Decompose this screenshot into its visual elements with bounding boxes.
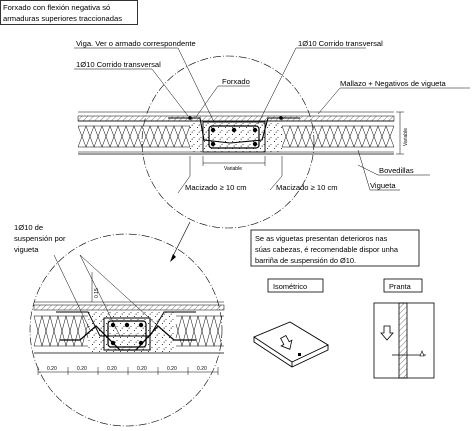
label-vigueta: Vigueta	[370, 181, 396, 190]
dim-variable-bottom: Variable	[224, 166, 242, 172]
label-suspension-1: 1Ø10 de	[14, 223, 43, 232]
callout-connector	[171, 221, 191, 259]
label-suspension-3: vigueta	[14, 245, 39, 254]
label-macizado-right: Macizado ≥ 10 cm	[276, 183, 338, 192]
dim-label: 0.20	[47, 366, 57, 372]
title-line-2: armaduras superiores traccionadas	[3, 14, 122, 23]
down-arrow-icon	[280, 334, 293, 350]
isometric-view: Isométrico	[253, 278, 329, 368]
detail-circle-top	[141, 55, 315, 229]
label-transverse-left: 1Ø10 Corrido transversal	[76, 60, 161, 69]
dim-label: 0.20	[197, 366, 207, 372]
plan-label: Pranta	[389, 282, 412, 291]
label-bovedillas: Bovedillas	[379, 166, 414, 175]
title-line-1: Forxado con flexión negativa só	[3, 3, 110, 12]
bottom-section-detail: 0.15 1Ø10 de suspensión por vigueta 0.20…	[14, 223, 225, 427]
plan-arrow-icon	[380, 325, 394, 341]
beam-stirrup	[208, 125, 260, 149]
left-truss	[77, 125, 191, 148]
label-forxado: Forxado	[222, 77, 250, 86]
label-beam: Viga. Ver o armado correspondente	[76, 39, 196, 48]
note-line-1: Se as viguetas presentan deterioros nas	[255, 234, 388, 243]
isometric-label: Isométrico	[273, 282, 307, 291]
dim-label: 0.20	[137, 366, 147, 372]
top-section-detail: Variable Variable	[74, 39, 470, 229]
note-line-2: súas cabezas, é recomendable dispor unha	[255, 245, 399, 254]
label-suspension-2: suspensión por	[14, 234, 66, 243]
title-box: Forxado con flexión negativa só armadura…	[0, 0, 138, 25]
dim-label: 0.20	[107, 366, 117, 372]
dim-label: 0.20	[167, 366, 177, 372]
label-mesh: Mallazo + Negativos de vigueta	[340, 79, 447, 88]
note-line-3: barriña de suspensión do Ø10.	[255, 256, 356, 265]
dim-vertical: 0.15	[94, 288, 100, 298]
dim-label: 0.20	[77, 366, 87, 372]
plan-beam	[398, 302, 408, 379]
label-macizado-left: Macizado ≥ 10 cm	[185, 183, 247, 192]
dimension-chain: 0.20 0.20 0.20 0.20 0.20 0.20	[37, 366, 219, 375]
dim-variable-side: Variable	[403, 128, 409, 146]
label-transverse-right: 1Ø10 Corrido transversal	[298, 39, 383, 48]
detail-circle-bottom	[29, 233, 223, 427]
right-truss	[281, 125, 395, 148]
note-box: Se as viguetas presentan deterioros nas …	[250, 229, 420, 267]
plan-view: Pranta	[373, 278, 435, 379]
